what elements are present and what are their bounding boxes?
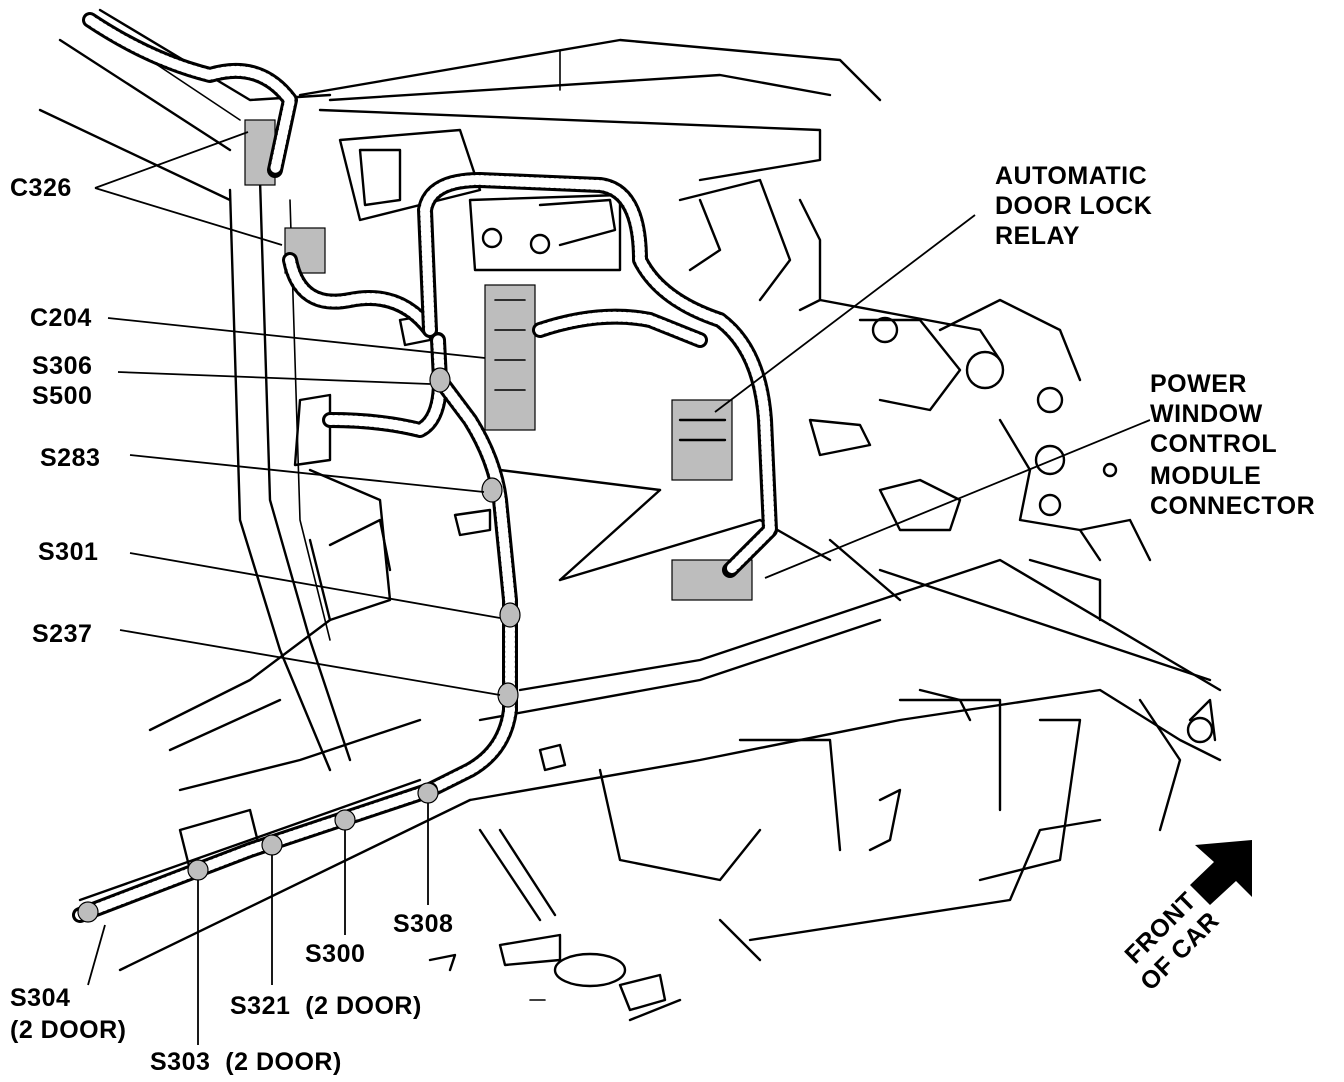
label-pwm-line3: CONTROL: [1150, 430, 1277, 458]
label-c204: C204: [30, 304, 92, 332]
splice-s308: [417, 782, 439, 804]
label-s304-note: (2 DOOR): [10, 1016, 127, 1044]
label-pwm-line2: WINDOW: [1150, 400, 1263, 428]
leader-lines: [87, 131, 1151, 1045]
label-s304: S304: [10, 984, 70, 1012]
label-s303: S303 (2 DOOR): [150, 1048, 342, 1076]
label-s306: S306: [32, 352, 92, 380]
label-s300: S300: [305, 940, 365, 968]
components: [244, 119, 753, 601]
label-c326: C326: [10, 174, 72, 202]
label-pwm-line5: CONNECTOR: [1150, 492, 1315, 520]
c204-connector: [484, 284, 536, 431]
label-pwm-line4: MODULE: [1150, 462, 1261, 490]
splice-s300: [334, 809, 356, 831]
front-arrow-icon: [1190, 840, 1252, 905]
label-s237: S237: [32, 620, 92, 648]
label-s308: S308: [393, 910, 453, 938]
splice-s304: [77, 901, 99, 923]
label-relay-line2: DOOR LOCK: [995, 192, 1152, 220]
front-of-car-indicator: FRONT OF CAR: [1119, 840, 1252, 996]
label-relay-line3: RELAY: [995, 222, 1080, 250]
label-pwm-line1: POWER: [1150, 370, 1247, 398]
power-window-connector: [671, 559, 753, 601]
wiring-harness: [72, 12, 778, 923]
splice-s306: [429, 367, 451, 393]
label-s283: S283: [40, 444, 100, 472]
splice-s301: [499, 602, 521, 628]
label-relay-line1: AUTOMATIC: [995, 162, 1147, 190]
labels: C326 C204 S306 S500 S283 S301 S237 AUTOM…: [10, 162, 1315, 1076]
splice-s303: [187, 859, 209, 881]
label-s500: S500: [32, 382, 92, 410]
label-s321: S321 (2 DOOR): [230, 992, 422, 1020]
splice-s321: [261, 834, 283, 856]
vehicle-body-structure: [38, 8, 1222, 1022]
splice-s283: [481, 477, 503, 503]
label-s301: S301: [38, 538, 98, 566]
splice-s237: [497, 682, 519, 708]
